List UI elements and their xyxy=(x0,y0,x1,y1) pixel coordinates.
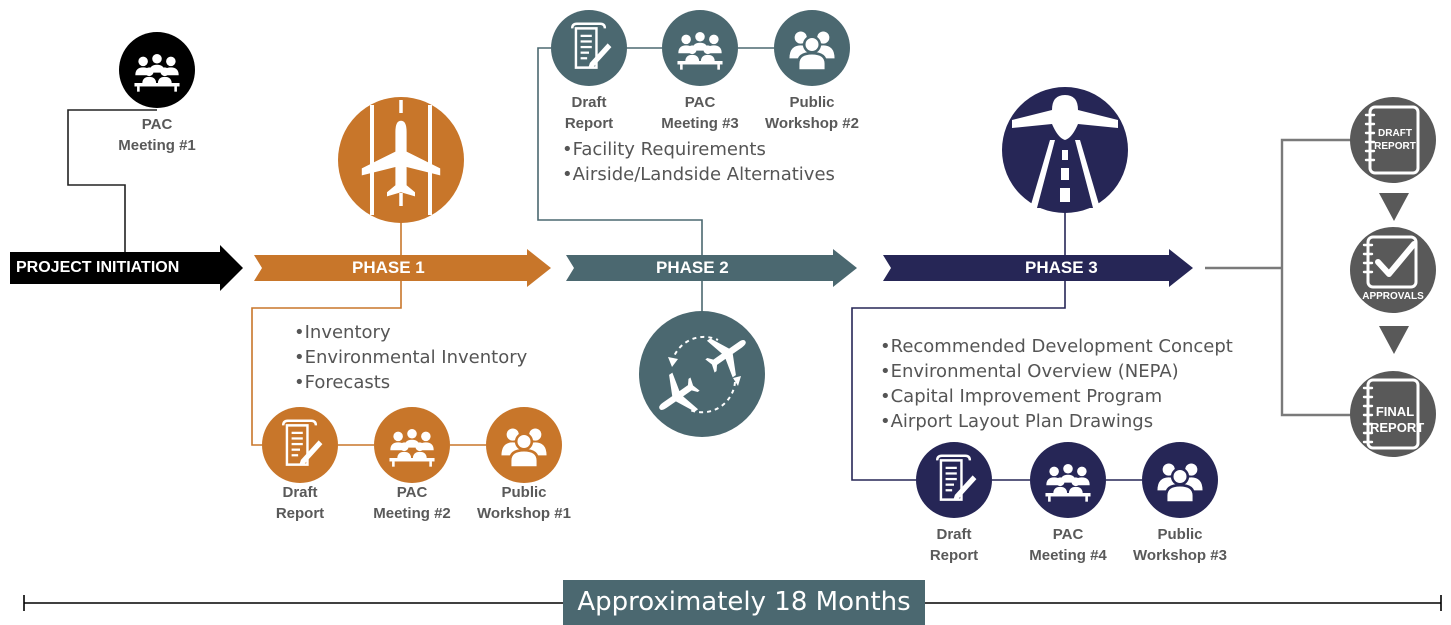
timeline-label: Approximately 18 Months xyxy=(563,580,925,625)
phase3-plane-landing-icon xyxy=(1002,87,1128,213)
bullet-item: •Environmental Inventory xyxy=(294,347,528,368)
bullet-item: •Inventory xyxy=(294,322,391,343)
phase1-runway-plane-icon xyxy=(338,97,464,223)
phase3-draft-report-circle xyxy=(916,442,992,518)
phase2-arrow xyxy=(566,249,857,287)
phase2-label: PHASE 2 xyxy=(656,258,729,277)
project-initiation-arrow xyxy=(10,245,243,291)
phase3-public-workshop-circle xyxy=(1142,442,1218,518)
phase3-pac-meeting-circle xyxy=(1030,442,1106,518)
down-triangle-1 xyxy=(1379,193,1409,221)
phase2-public-workshop-circle xyxy=(774,10,850,86)
phase2-bullets: •Facility Requirements •Airside/Landside… xyxy=(562,137,835,187)
phase3-label: PHASE 3 xyxy=(1025,258,1098,277)
bullet-item: •Recommended Development Concept xyxy=(880,336,1233,357)
phase1-arrow xyxy=(254,249,551,287)
approvals-deliverable-icon xyxy=(1350,227,1436,313)
down-triangle-2 xyxy=(1379,326,1409,354)
phase1-label: PHASE 1 xyxy=(352,258,425,277)
phase1-pac-meeting-circle xyxy=(374,407,450,483)
phase3-bullets: •Recommended Development Concept •Enviro… xyxy=(880,334,1233,434)
connector-lines xyxy=(67,47,1355,481)
draft-report-deliverable-icon xyxy=(1350,97,1436,183)
project-initiation-label: PROJECT INITIATION xyxy=(16,259,180,276)
phase3-arrow xyxy=(883,249,1193,287)
phase2-pac-meeting-circle xyxy=(662,10,738,86)
phase1-public-workshop-circle xyxy=(486,407,562,483)
phase2-planes-cycle-icon xyxy=(639,311,765,437)
phase2-draft-report-circle xyxy=(551,10,627,86)
pac-meeting-1-circle xyxy=(119,32,195,108)
bullet-item: •Capital Improvement Program xyxy=(880,386,1163,407)
approvals-deliverable-label: APPROVALS xyxy=(1362,291,1424,302)
bullet-item: •Environmental Overview (NEPA) xyxy=(880,361,1179,382)
bullet-item: •Airside/Landside Alternatives xyxy=(562,164,835,185)
bullet-item: •Forecasts xyxy=(294,372,391,393)
bullet-item: •Facility Requirements xyxy=(562,139,766,160)
phase1-draft-report-circle xyxy=(262,407,338,483)
final-report-deliverable-icon xyxy=(1350,371,1436,457)
bullet-item: •Airport Layout Plan Drawings xyxy=(880,411,1154,432)
phase1-bullets: •Inventory •Environmental Inventory •For… xyxy=(294,320,527,395)
